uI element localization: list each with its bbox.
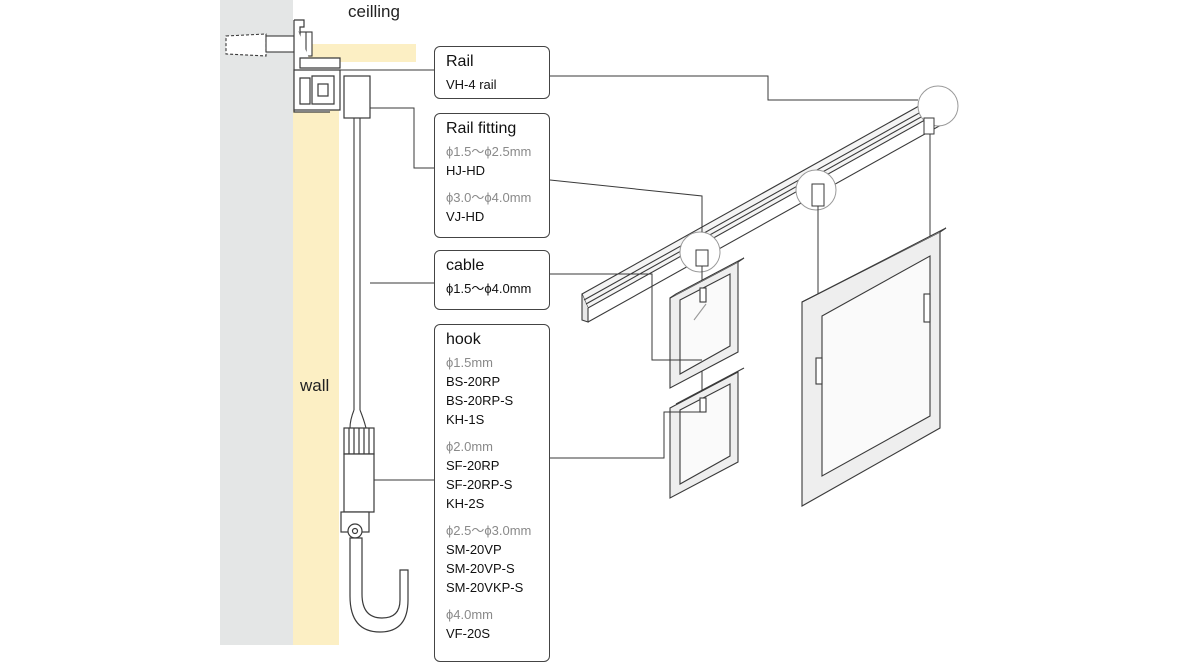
wall-label: wall bbox=[300, 376, 330, 395]
perspective-fittings bbox=[679, 85, 959, 273]
wall-finish bbox=[293, 110, 339, 645]
hook-assembly bbox=[340, 427, 409, 633]
fitting-size-2: ϕ3.0〜ϕ4.0mm bbox=[446, 190, 532, 205]
cable-box-title: cable bbox=[446, 257, 485, 274]
leader-lines bbox=[340, 69, 918, 481]
hook-size-2: ϕ2.0mm bbox=[446, 439, 494, 454]
rail-fitting-box-title: Rail fitting bbox=[446, 120, 517, 137]
rail-fitting-block bbox=[343, 75, 371, 119]
hook-size-3: ϕ2.5〜ϕ3.0mm bbox=[446, 523, 532, 538]
hook-model: KH-1S bbox=[446, 412, 485, 427]
hook-model: SM-20VKP-S bbox=[446, 580, 524, 595]
fitting-model-1: HJ-HD bbox=[446, 163, 485, 178]
hook-box-title: hook bbox=[446, 331, 481, 348]
rail-box-title: Rail bbox=[446, 53, 474, 70]
spacer bbox=[446, 180, 549, 188]
wall-concrete bbox=[220, 0, 293, 645]
fitting-size-1: ϕ1.5〜ϕ2.5mm bbox=[446, 144, 532, 159]
spacer bbox=[446, 597, 549, 605]
hook-box: hook ϕ1.5mm BS-20RP BS-20RP-S KH-1S ϕ2.0… bbox=[434, 324, 550, 662]
hook-model: SM-20VP bbox=[446, 542, 502, 557]
fitting-model-2: VJ-HD bbox=[446, 209, 485, 224]
rail-model: VH-4 rail bbox=[446, 77, 497, 92]
hook-size-4: ϕ4.0mm bbox=[446, 607, 494, 622]
hook-model: BS-20RP-S bbox=[446, 393, 514, 408]
spacer bbox=[446, 429, 549, 437]
hook-model: BS-20RP bbox=[446, 374, 501, 389]
cable-size: ϕ1.5〜ϕ4.0mm bbox=[446, 281, 532, 296]
rail-box: Rail VH-4 rail bbox=[434, 46, 550, 99]
hook-model: SM-20VP-S bbox=[446, 561, 515, 576]
rail-profile bbox=[293, 19, 341, 113]
hook-model: KH-2S bbox=[446, 496, 485, 511]
small-frame-lower bbox=[669, 367, 745, 499]
large-frame bbox=[801, 227, 947, 507]
rail-fitting-box: Rail fitting ϕ1.5〜ϕ2.5mm HJ-HD ϕ3.0〜ϕ4.0… bbox=[434, 113, 550, 238]
hook-model: SF-20RP bbox=[446, 458, 500, 473]
small-frame-upper bbox=[669, 257, 745, 389]
cable bbox=[353, 118, 361, 410]
hook-model: SF-20RP-S bbox=[446, 477, 513, 492]
hook-model: VF-20S bbox=[446, 626, 491, 641]
hook-size-1: ϕ1.5mm bbox=[446, 355, 494, 370]
spacer bbox=[446, 513, 549, 521]
cable-taper bbox=[349, 409, 367, 429]
cable-box: cable ϕ1.5〜ϕ4.0mm bbox=[434, 250, 550, 310]
ceiling-label: ceilling bbox=[348, 2, 400, 21]
